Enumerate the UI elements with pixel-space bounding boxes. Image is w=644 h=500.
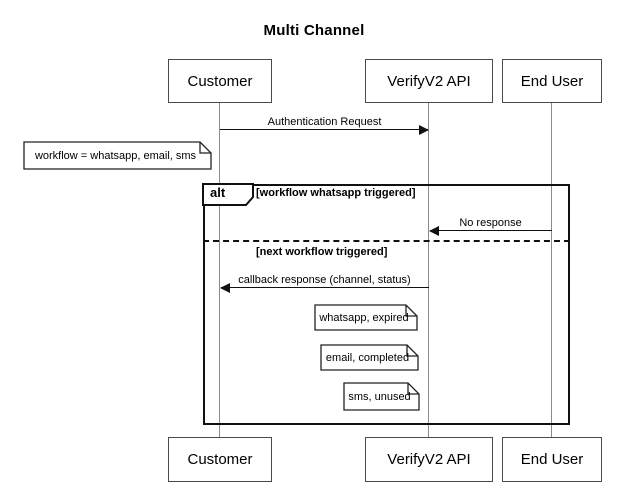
note-workflow-text: workflow = whatsapp, email, sms <box>34 149 197 162</box>
lifeline-verifyv2-api <box>428 103 429 437</box>
message-line-callback-response <box>221 287 429 289</box>
note-workflow: workflow = whatsapp, email, sms <box>23 141 212 170</box>
participant-verifyv2-api-top: VerifyV2 API <box>365 59 493 103</box>
participant-end-user-bottom: End User <box>502 437 602 482</box>
lifeline-end-user <box>551 103 552 437</box>
alt-fragment-box <box>203 184 570 425</box>
message-line-no-response <box>430 230 552 232</box>
message-label-authentication-request: Authentication Request <box>267 116 382 128</box>
note-workflow-shape <box>23 141 212 170</box>
message-line-authentication-request <box>220 129 428 131</box>
message-label-no-response: No response <box>459 217 522 229</box>
participant-customer-bottom: Customer <box>168 437 272 482</box>
arrowhead-callback-response <box>220 283 230 293</box>
note-sms-unused: sms, unused <box>343 382 420 411</box>
note-sms-unused-shape <box>343 382 420 411</box>
note-email-completed-shape <box>320 344 419 371</box>
alt-condition-1: [workflow whatsapp triggered] <box>256 187 416 199</box>
note-whatsapp-expired-shape <box>314 304 418 331</box>
alt-divider <box>203 240 570 242</box>
diagram-title: Multi Channel <box>263 22 365 39</box>
message-label-callback-response: callback response (channel, status) <box>238 274 411 286</box>
note-whatsapp-expired: whatsapp, expired <box>314 304 418 331</box>
participant-verifyv2-api-bottom: VerifyV2 API <box>365 437 493 482</box>
note-email-completed-text: email, completed <box>325 351 410 364</box>
lifeline-customer <box>219 103 220 437</box>
participant-end-user-top: End User <box>502 59 602 103</box>
arrowhead-no-response <box>429 226 439 236</box>
alt-operator-label: alt <box>210 185 226 200</box>
alt-operator-pentagon <box>202 183 254 206</box>
alt-condition-2: [next workflow triggered] <box>256 246 388 258</box>
participant-customer-top: Customer <box>168 59 272 103</box>
note-email-completed: email, completed <box>320 344 419 371</box>
note-sms-unused-text: sms, unused <box>348 390 411 403</box>
note-whatsapp-expired-text: whatsapp, expired <box>319 311 409 324</box>
arrowhead-authentication-request <box>419 125 429 135</box>
